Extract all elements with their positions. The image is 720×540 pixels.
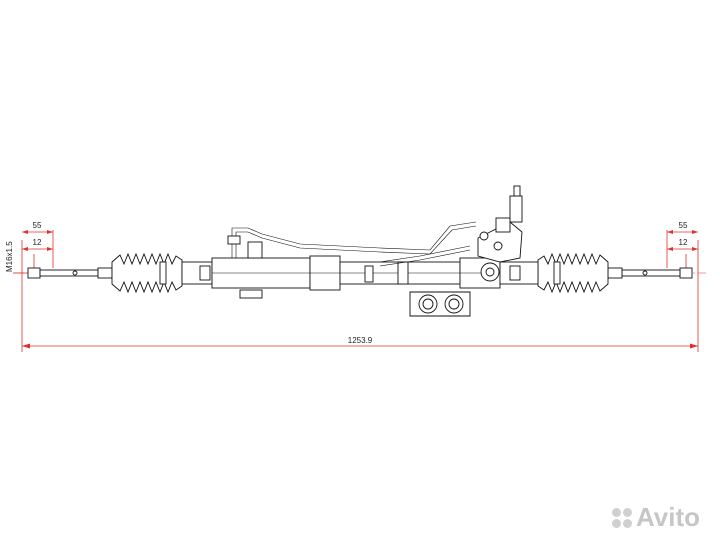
right-outer-dim-label: 55 bbox=[679, 221, 688, 230]
left-tie-rod bbox=[27, 267, 113, 279]
dimension-lines bbox=[13, 230, 706, 352]
valve-body bbox=[477, 185, 523, 282]
avito-logo-icon bbox=[612, 507, 632, 528]
right-inner-dim-label: 12 bbox=[679, 238, 688, 247]
watermark-brand: Avito bbox=[636, 502, 701, 532]
left-inner-dim-label: 12 bbox=[33, 238, 42, 247]
overall-length-label: 1253.9 bbox=[348, 336, 373, 345]
mounting-bushings bbox=[409, 291, 471, 317]
avito-watermark: Avito bbox=[612, 502, 700, 533]
rack-housing bbox=[181, 255, 539, 299]
right-tie-rod bbox=[607, 267, 693, 279]
hydraulic-lines bbox=[227, 221, 477, 267]
right-boot bbox=[537, 252, 609, 294]
thread-spec-label: M16x1.5 bbox=[5, 241, 14, 272]
left-outer-dim-label: 55 bbox=[33, 221, 42, 230]
left-boot bbox=[111, 252, 183, 294]
